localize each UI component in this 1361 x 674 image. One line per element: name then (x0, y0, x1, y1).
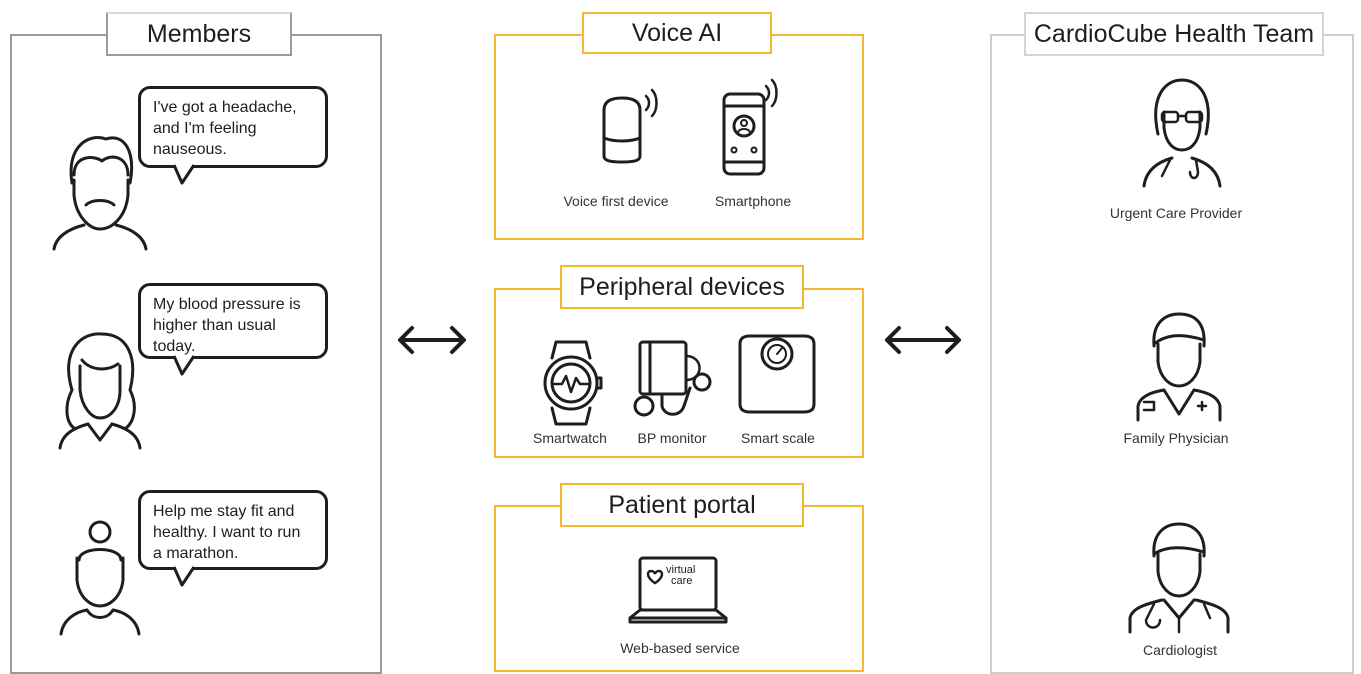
peripheral-devices-title: Peripheral devices (560, 265, 804, 309)
team-role-3-label: Cardiologist (1143, 642, 1217, 658)
voice-device-2-label: Smartphone (714, 193, 792, 209)
portal-screen-text-1: virtual (666, 564, 695, 576)
portal-service-label: Web-based service (620, 640, 740, 656)
smartwatch-icon (543, 340, 603, 426)
double-arrow-icon (398, 326, 466, 354)
family-physician-icon (1136, 312, 1222, 422)
team-role-2-label: Family Physician (1123, 430, 1229, 446)
smart-speaker-icon (602, 88, 658, 164)
patient-portal-title: Patient portal (560, 483, 804, 527)
bubble-tail (172, 355, 196, 376)
person-with-bun-icon (59, 520, 141, 636)
bubble-tail (172, 566, 196, 587)
laptop-icon: virtual care (628, 556, 728, 624)
member-message-1: I've got a headache, and I'm feeling nau… (138, 86, 328, 168)
member-message-3: Help me stay fit and healthy. I want to … (138, 490, 328, 570)
peripheral-device-3-label: Smart scale (741, 430, 815, 446)
bubble-tail (172, 164, 196, 185)
voice-ai-title: Voice AI (582, 12, 772, 54)
health-team-title: CardioCube Health Team (1024, 12, 1324, 56)
bp-monitor-icon (633, 340, 712, 417)
woman-icon (58, 332, 142, 450)
team-role-1-label: Urgent Care Provider (1109, 205, 1243, 221)
member-message-2: My blood pressure is higher than usual t… (138, 283, 328, 359)
peripheral-device-1-label: Smartwatch (533, 430, 607, 446)
cardiologist-icon (1128, 522, 1230, 634)
double-arrow-icon (885, 326, 961, 354)
bearded-man-icon (52, 136, 148, 251)
members-title: Members (106, 12, 292, 56)
voice-ai-panel (494, 34, 864, 240)
smart-scale-icon (738, 334, 816, 414)
peripheral-device-2-label: BP monitor (637, 430, 707, 446)
portal-screen-text-2: care (671, 575, 692, 587)
voice-device-1-label: Voice first device (563, 193, 669, 209)
urgent-care-provider-icon (1142, 78, 1222, 188)
smartphone-icon (722, 78, 778, 176)
